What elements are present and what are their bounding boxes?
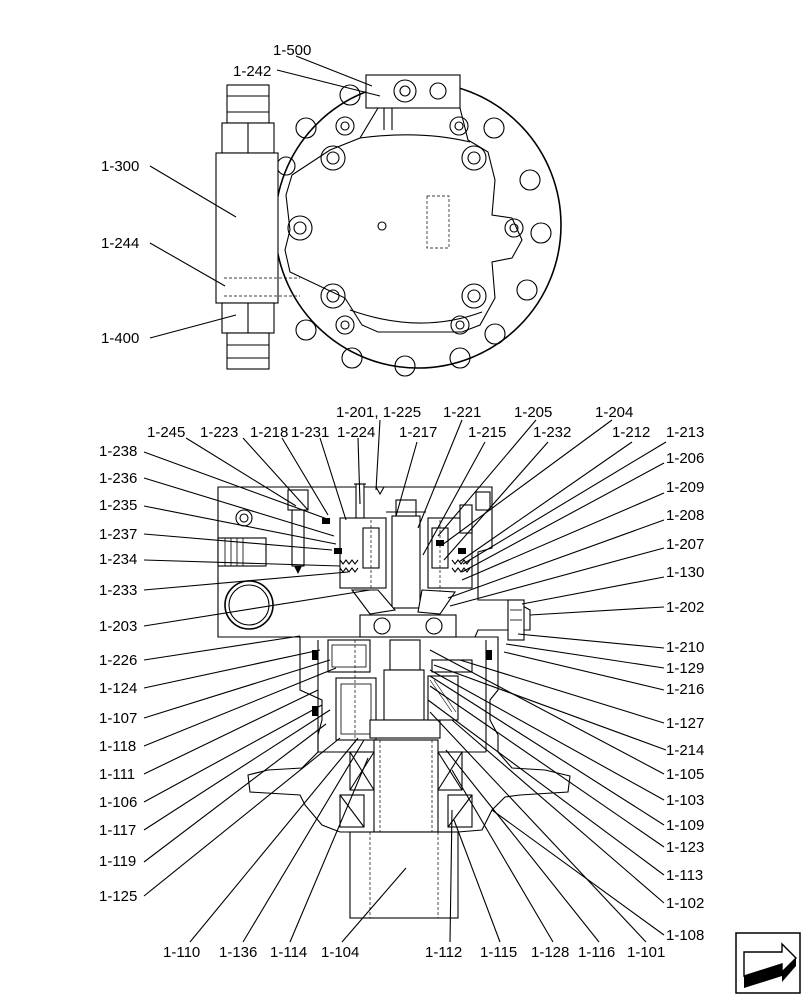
label-1-400: 1-400 [101,330,139,347]
label-1-217: 1-217 [399,424,437,441]
label-1-213: 1-213 [666,424,704,441]
label-1-231: 1-231 [291,424,329,441]
label-1-109: 1-109 [666,817,704,834]
label-1-108: 1-108 [666,927,704,944]
label-1-115: 1-115 [480,944,517,961]
label-1-204: 1-204 [595,404,633,421]
label-1-107: 1-107 [99,710,137,727]
label-1-104: 1-104 [321,944,359,961]
label-1-223: 1-223 [200,424,238,441]
label-1-205: 1-205 [514,404,552,421]
label-1-125: 1-125 [99,888,137,905]
label-1-300: 1-300 [101,158,139,175]
label-1-119: 1-119 [99,853,136,870]
label-1-124: 1-124 [99,680,137,697]
label-1-123: 1-123 [666,839,704,856]
label-1-234: 1-234 [99,551,137,568]
label-1-236: 1-236 [99,470,137,487]
label-1-112: 1-112 [425,944,462,961]
springs [339,559,471,573]
next-page-arrow-icon[interactable] [735,932,801,994]
label-1-224: 1-224 [337,424,375,441]
label-1-215: 1-215 [468,424,506,441]
label-1-206: 1-206 [666,450,704,467]
label-1-212: 1-212 [612,424,650,441]
label-1-209: 1-209 [666,479,704,496]
callout-labels: 1-500 1-242 1-300 1-244 1-400 1-201, 1-2… [99,42,704,961]
label-1-216: 1-216 [666,681,704,698]
label-1-244: 1-244 [101,235,139,252]
section-view [217,483,571,919]
label-1-245: 1-245 [147,424,185,441]
label-1-114: 1-114 [270,944,307,961]
label-1-210: 1-210 [666,639,704,656]
label-1-118: 1-118 [99,738,136,755]
label-1-101: 1-101 [627,944,665,961]
label-1-127: 1-127 [666,715,704,732]
label-1-201-1-225: 1-201, 1-225 [336,404,421,421]
label-1-218: 1-218 [250,424,288,441]
label-1-232: 1-232 [533,424,571,441]
label-1-207: 1-207 [666,536,704,553]
label-1-110: 1-110 [163,944,200,961]
label-1-116: 1-116 [578,944,615,961]
ring-holes [276,84,552,377]
label-1-202: 1-202 [666,599,704,616]
label-1-238: 1-238 [99,443,137,460]
label-1-221: 1-221 [443,404,481,421]
leader-lines [143,55,667,943]
label-1-103: 1-103 [666,792,704,809]
label-1-102: 1-102 [666,895,704,912]
label-1-226: 1-226 [99,652,137,669]
label-1-128: 1-128 [531,944,569,961]
top-view-motor [215,74,562,377]
bolt-heads [287,116,524,335]
label-1-130: 1-130 [666,564,704,581]
label-1-113: 1-113 [666,867,703,884]
label-1-214: 1-214 [666,742,704,759]
label-1-129: 1-129 [666,660,704,677]
label-1-242: 1-242 [233,63,271,80]
label-1-500: 1-500 [273,42,311,59]
label-1-111: 1-111 [99,766,135,783]
label-1-105: 1-105 [666,766,704,783]
label-1-208: 1-208 [666,507,704,524]
relief-valve [215,84,300,370]
label-1-136: 1-136 [219,944,257,961]
label-1-117: 1-117 [99,822,136,839]
label-1-235: 1-235 [99,497,137,514]
label-1-237: 1-237 [99,526,137,543]
label-1-106: 1-106 [99,794,137,811]
label-1-233: 1-233 [99,582,137,599]
label-1-203: 1-203 [99,618,137,635]
